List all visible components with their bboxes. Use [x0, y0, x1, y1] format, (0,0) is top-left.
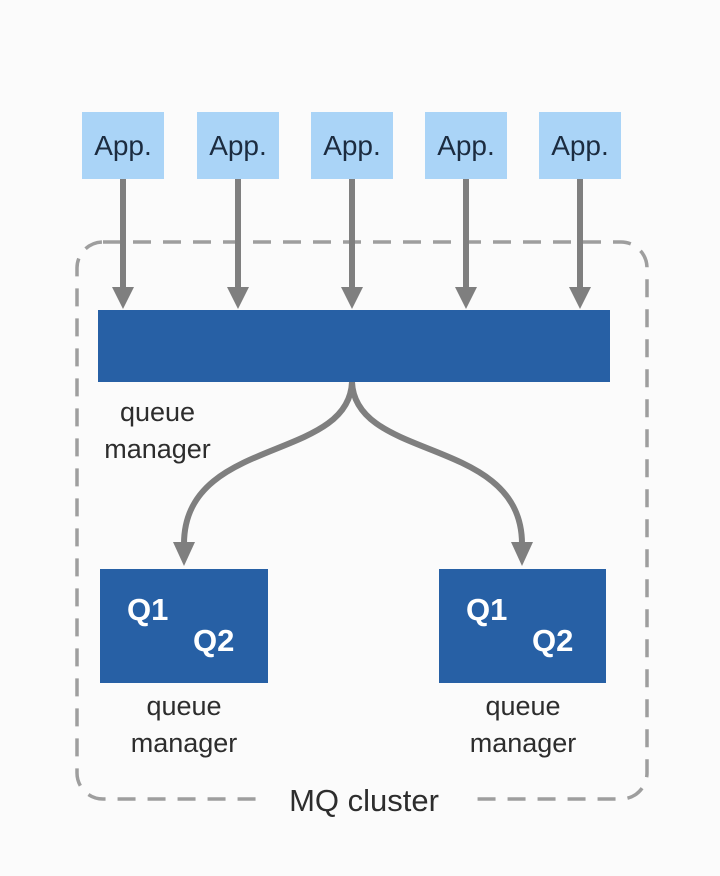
arrow-head	[455, 287, 477, 309]
app-box-1: App.	[82, 112, 164, 179]
gateway-queue-manager-bar	[98, 310, 610, 382]
queue-manager-box-left: Q1 Q2	[100, 569, 268, 683]
queue-manager-label-right: queue manager	[469, 691, 577, 758]
app-to-gateway-arrows	[112, 179, 591, 309]
mq-cluster-caption: MQ cluster	[259, 777, 469, 824]
arrow-head	[173, 542, 195, 566]
queue-q2-label: Q2	[532, 623, 574, 658]
gateway-to-queue-manager-arrows	[173, 381, 533, 566]
gateway-queue-manager-label: queue manager	[104, 397, 211, 464]
queue-q1-label: Q1	[127, 592, 169, 627]
queue-q1-label: Q1	[466, 592, 508, 627]
app-box-2: App.	[197, 112, 279, 179]
arrow-head	[112, 287, 134, 309]
queue-manager-box-right: Q1 Q2	[439, 569, 606, 683]
arrow-head	[341, 287, 363, 309]
app-box-5: App.	[539, 112, 621, 179]
app-box-4: App.	[425, 112, 507, 179]
app-box-3: App.	[311, 112, 393, 179]
curved-arrow-right	[349, 381, 525, 545]
curved-arrow-left	[181, 381, 355, 545]
arrow-head	[569, 287, 591, 309]
queue-manager-label-left: queue manager	[130, 691, 238, 758]
queue-q2-label: Q2	[193, 623, 235, 658]
arrow-head	[511, 542, 533, 566]
arrow-head	[227, 287, 249, 309]
